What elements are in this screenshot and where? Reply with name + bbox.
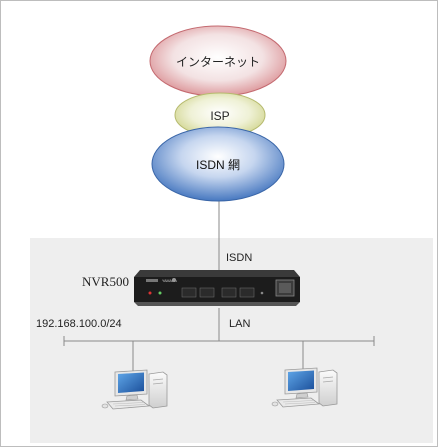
internet-cloud-label: インターネット [176,55,260,69]
router-led [158,291,162,295]
router-port [181,287,197,298]
isp-cloud-label: ISP [210,109,229,123]
isdn-cloud: ISDN 網 [151,126,285,202]
pc-icon [271,367,338,408]
router-logo [146,279,158,282]
router-port [199,287,215,298]
router-display-inner [279,283,291,293]
isdn-cloud-label: ISDN 網 [196,158,240,172]
internet-cloud: インターネット [149,25,287,97]
router-led [260,291,264,295]
router-led [148,291,152,295]
router-port [239,287,255,298]
router-icon: YAMAHA [134,270,300,306]
isdn-link-label: ISDN [226,252,252,264]
router-name-label: NVR500 [82,274,129,289]
lan-network-label: 192.168.100.0/24 [36,318,122,330]
router-indicator [172,278,176,282]
lan-label: LAN [229,318,250,330]
router-port [221,287,237,298]
router-brand-label: YAMAHA [162,279,178,283]
pc-icon [101,369,168,410]
